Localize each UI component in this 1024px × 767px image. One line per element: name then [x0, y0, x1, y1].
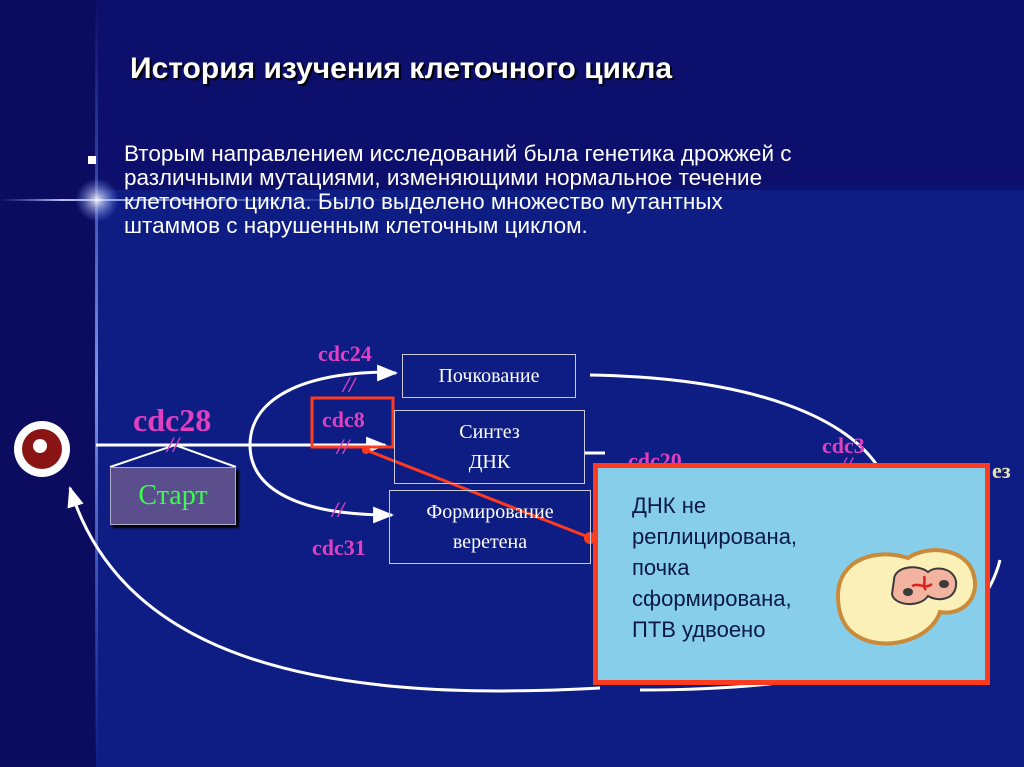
cdc8-highlight-box: [310, 396, 395, 449]
gene-label-cdc24: cdc24: [318, 341, 372, 366]
callout-box: ДНК не реплицирована, почка сформирована…: [593, 463, 990, 685]
bullet-line: Вторым направлением исследований была ге…: [124, 141, 792, 166]
gene-label-cdc3: cdc3: [822, 433, 865, 458]
block-mark-cdc24: //: [343, 372, 356, 397]
callout-line: ПТВ удвоено: [632, 617, 766, 642]
gene-label-cdc31: cdc31: [312, 535, 366, 560]
light-ray-horizontal: [0, 199, 420, 201]
stage-budding-box: Почкование: [402, 354, 576, 398]
callout-text: ДНК не реплицирована, почка сформирована…: [632, 490, 797, 645]
stage-dna-synthesis-label-2: ДНК: [468, 451, 511, 473]
bullet-paragraph: Вторым направлением исследований была ге…: [124, 142, 924, 238]
gene-label-cdc8: cdc8: [322, 407, 365, 432]
gene-label-cdc28: cdc28: [133, 402, 212, 438]
block-mark-cdc31: //: [332, 497, 345, 522]
callout-line: почка: [632, 555, 690, 580]
start-label: Старт: [138, 480, 208, 511]
stage-dna-synthesis-box: Синтез ДНК: [394, 410, 585, 484]
light-ray-vertical: [95, 0, 98, 767]
bullet-line: различными мутациями, изменяющими нормал…: [124, 165, 763, 190]
stage-budding-label: Почкование: [438, 365, 540, 387]
stage-spindle-label-2: веретена: [452, 531, 528, 553]
block-mark-cdc8: //: [337, 434, 350, 459]
slide-title: История изучения клеточного цикла: [130, 52, 673, 85]
cycle-arc-top-right: [589, 373, 882, 471]
bullet-square-icon: [88, 156, 96, 164]
callout-line: реплицирована,: [632, 524, 798, 549]
block-mark-cdc28: //: [167, 432, 180, 457]
stage-spindle-label-1: Формирование: [426, 501, 554, 523]
stage-dna-synthesis-label-1: Синтез: [459, 421, 520, 443]
start-bracket: [109, 443, 237, 468]
stage-spindle-box: Формирование веретена: [389, 490, 591, 564]
callout-line: ДНК не: [632, 493, 707, 518]
callout-pointer-line: [365, 448, 597, 542]
bullet-line: штаммов с нарушенным клеточным циклом.: [124, 213, 588, 238]
budding-yeast-cell-icon: [835, 548, 978, 646]
partial-right-label: ез: [992, 458, 1011, 483]
cycle-return-arrow: [67, 485, 601, 693]
start-box: Старт: [110, 467, 236, 525]
callout-line: сформирована,: [632, 586, 792, 611]
bullet-line: клеточного цикла. Было выделено множеств…: [124, 189, 723, 214]
light-flare: [75, 178, 119, 222]
